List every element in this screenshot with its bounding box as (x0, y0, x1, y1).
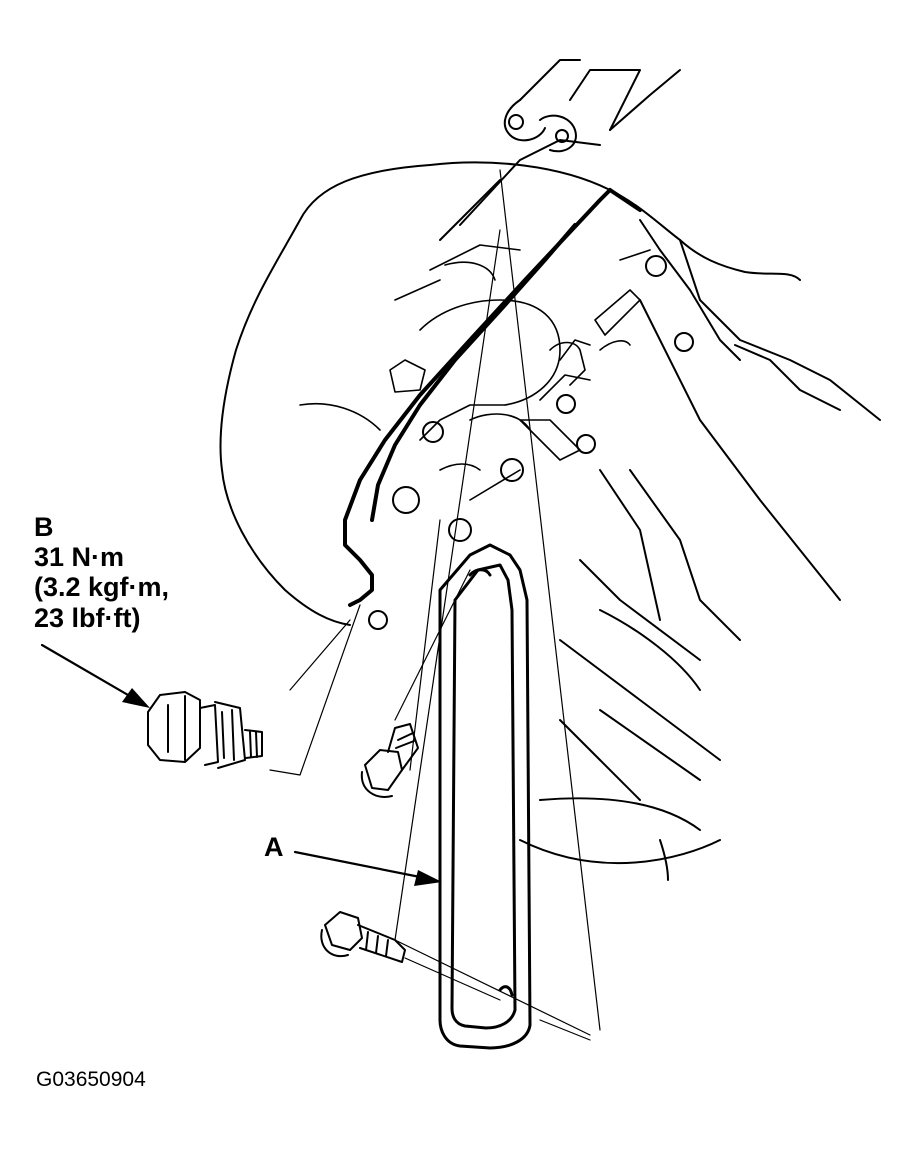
bolt-hole-bosses (368, 114, 694, 630)
figure-id: G03650904 (36, 1068, 146, 1091)
callout-a-letter: A (264, 832, 284, 862)
engine-block-outline (219, 59, 801, 626)
cylinder-block-right (519, 219, 881, 881)
callout-b-torque-label: B 31 N·m (3.2 kgf·m, 23 lbf·ft) (34, 512, 169, 633)
callout-b-letter: B (34, 512, 54, 542)
heat-shield-a (438, 543, 532, 1050)
internal-details (299, 244, 651, 501)
guide-lines (269, 169, 601, 1041)
arrow-heads (122, 688, 442, 886)
callout-b-torque-nm: 31 N·m (34, 542, 125, 573)
callout-b-torque-kgf: (3.2 kgf·m, (34, 572, 170, 603)
upper-flange-bolt (360, 723, 419, 798)
manifold-bracket (343, 188, 642, 607)
lower-flange-bolt (320, 911, 406, 963)
knock-sensor-b (147, 691, 263, 769)
leader-arrows (40, 643, 427, 880)
callout-b-torque-lbf: 23 lbf·ft) (34, 602, 141, 633)
